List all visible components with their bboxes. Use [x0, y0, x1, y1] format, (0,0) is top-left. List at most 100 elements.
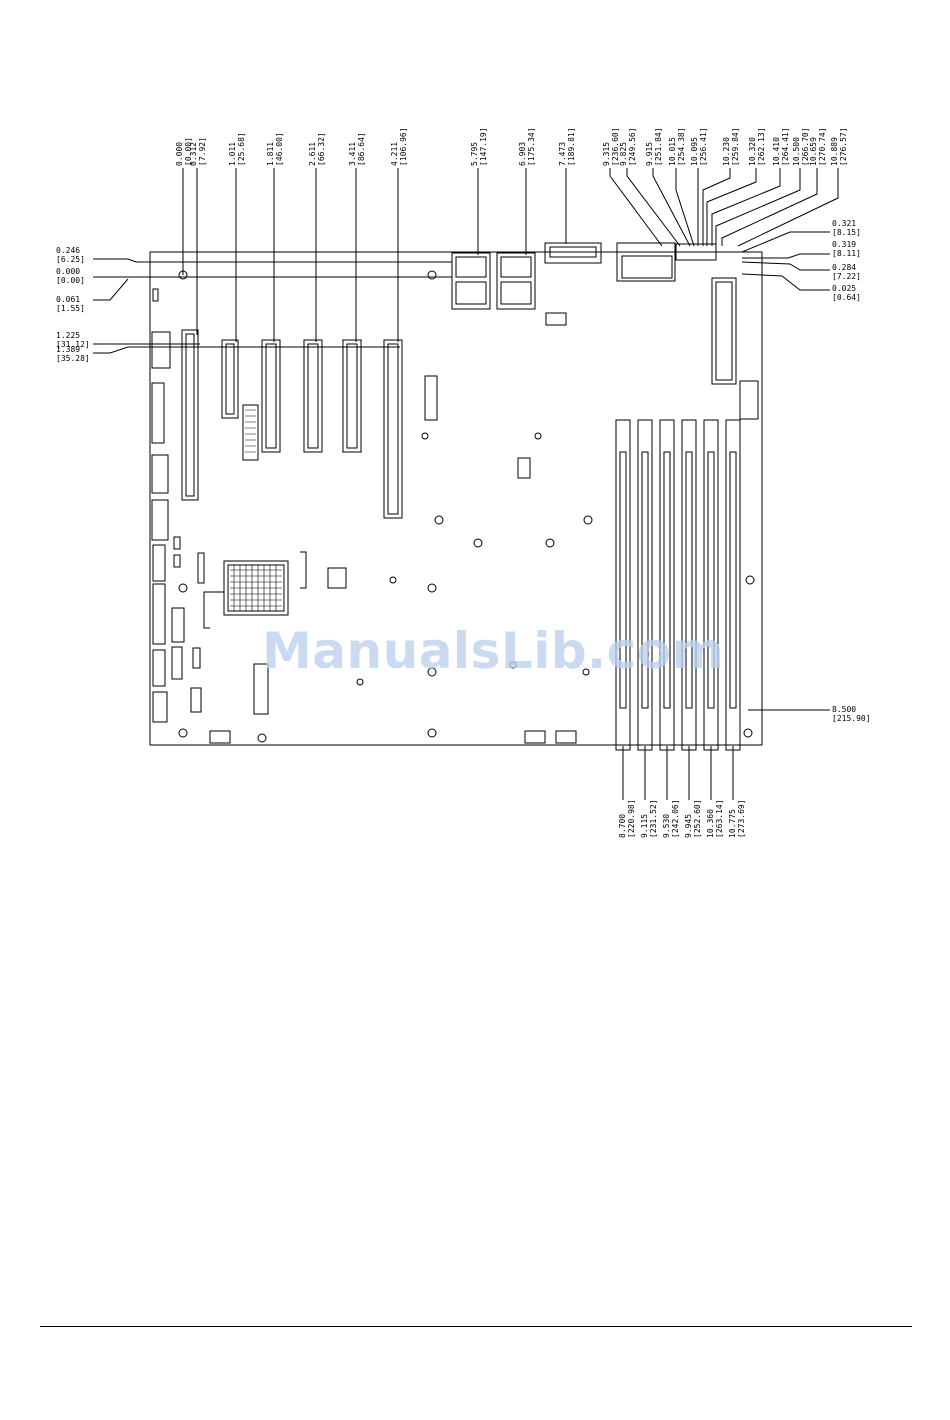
bottom-dimension-labels: 8.700[220.98] 9.115[231.52] 9.530[242.06] 9… [618, 799, 746, 838]
dimm-slot-5 [703, 419, 719, 751]
dimension-label-mm: [147.19] [479, 127, 488, 166]
dimension-label-mm: [6.25] [56, 255, 85, 264]
dimension-label-mm: [106.96] [399, 127, 408, 166]
dimension-label-inch: 6.903 [518, 142, 527, 166]
dimension-label-inch: 9.115 [640, 814, 649, 838]
dimension-label-inch: 9.825 [619, 142, 628, 166]
dimension-label-inch: 4.211 [390, 142, 399, 166]
dimension-label-mm: [35.28] [56, 354, 90, 363]
footer-rule [40, 1326, 912, 1327]
dimension-label-inch: 10.095 [690, 137, 699, 166]
dimension-label-mm: [1.55] [56, 304, 85, 313]
dimension-label-mm: [46.00] [275, 132, 284, 166]
dimension-label-mm: [0.00] [56, 276, 85, 285]
dimension-label-inch: 9.945 [684, 814, 693, 838]
rear-io-usb-stack [675, 243, 717, 261]
dimension-label-inch: 1.011 [228, 142, 237, 166]
slot-connector-1 [221, 339, 239, 419]
dimension-label-inch: 8.700 [618, 814, 627, 838]
dimension-label-mm: [86.64] [357, 132, 366, 166]
dimension-label-inch: 10.775 [728, 809, 737, 838]
dimension-label-mm: [262.13] [757, 127, 766, 166]
dimension-label-inch: 10.320 [748, 137, 757, 166]
dimension-label-mm: [249.56] [628, 127, 637, 166]
dimension-label-inch: 7.473 [558, 142, 567, 166]
dimension-label-mm: [7.22] [832, 272, 861, 281]
cpu-bga-area [223, 560, 289, 616]
right-dimension-labels: 0.321[8.15] 0.319[8.11] 0.284[7.22] 0.025[0… [832, 219, 871, 723]
dimm-slot-4 [681, 419, 697, 751]
dimension-label-inch: 1.389 [56, 345, 80, 354]
watermark-text: ManualsLib.com [262, 622, 725, 680]
dimension-label-inch: 10.659 [809, 137, 818, 166]
dimension-label-inch: 9.530 [662, 814, 671, 838]
dimension-label-mm: [8.11] [832, 249, 861, 258]
left-dimension-labels: 0.246[6.25]0.000[0.00]0.061[1.55]1.225[3… [56, 246, 90, 363]
dimension-label-inch: 10.230 [722, 137, 731, 166]
slot-connector-5 [383, 339, 403, 519]
dimension-label-inch: 10.410 [772, 137, 781, 166]
dimension-label-inch: 10.889 [830, 137, 839, 166]
dimension-label-mm: [276.57] [839, 127, 848, 166]
dimension-label-inch: 10.500 [792, 137, 801, 166]
dimension-label-mm: [175.34] [527, 127, 536, 166]
dimm-slot-2 [637, 419, 653, 751]
dimension-label-mm: [242.06] [671, 799, 680, 838]
dimension-label-inch: 3.411 [348, 142, 357, 166]
dimension-label-mm: [236.60] [611, 127, 620, 166]
dimm-slot-1 [615, 419, 631, 751]
dimension-label-mm: [263.14] [715, 799, 724, 838]
dimension-label-mm: [215.90] [832, 714, 871, 723]
dimm-slot-6 [725, 419, 741, 751]
dimension-label-mm: [7.92] [198, 137, 207, 166]
top-dimension-labels: 0.000[0.00]0.312[7.92]1.011[25.68]1.811[… [175, 127, 848, 166]
dimension-label-inch: 10.360 [706, 809, 715, 838]
dimension-label-inch: 9.315 [602, 142, 611, 166]
slot-connector-3 [303, 339, 323, 453]
slot-connector-2 [261, 339, 281, 453]
dimension-label-mm: [264.41] [781, 127, 790, 166]
left-header-long [181, 329, 199, 501]
dimension-label-mm: [0.00] [184, 137, 193, 166]
dimension-label-inch: 0.284 [832, 263, 856, 272]
power-connector-aux [739, 380, 759, 420]
dimension-label-inch: 0.321 [832, 219, 856, 228]
rear-io-lan-port-2 [496, 252, 536, 310]
dimension-label-inch: 9.915 [645, 142, 654, 166]
dimension-label-inch: 0.000 [175, 142, 184, 166]
dimension-label-mm: [273.69] [737, 799, 746, 838]
dimension-label-inch: 0.025 [832, 284, 856, 293]
dimension-label-mm: [252.60] [693, 799, 702, 838]
dimension-label-mm: [256.41] [699, 127, 708, 166]
dimension-label-mm: [66.32] [317, 132, 326, 166]
dimension-label-mm: [231.52] [649, 799, 658, 838]
dimension-label-mm: [220.98] [627, 799, 636, 838]
rear-io-lan-port-1 [451, 252, 491, 310]
dimension-label-mm: [0.64] [832, 293, 861, 302]
dimension-label-inch: 0.319 [832, 240, 856, 249]
dimension-label-inch: 0.000 [56, 267, 80, 276]
dimension-label-mm: [8.15] [832, 228, 861, 237]
dimension-label-inch: 1.811 [266, 142, 275, 166]
dimension-label-inch: 10.015 [668, 137, 677, 166]
slot-connector-4 [342, 339, 362, 453]
board-outline [149, 251, 763, 746]
dimension-label-mm: [266.70] [801, 127, 810, 166]
dimension-label-inch: 5.795 [470, 142, 479, 166]
dimension-label-mm: [254.38] [677, 127, 686, 166]
rear-io-serial-port [544, 242, 602, 264]
dimension-label-mm: [189.81] [567, 127, 576, 166]
dimension-label-inch: 0.061 [56, 295, 80, 304]
dimension-label-inch: 0.246 [56, 246, 80, 255]
dimension-label-inch: 8.500 [832, 705, 856, 714]
dimension-label-mm: [25.68] [237, 132, 246, 166]
dimension-label-inch: 0.312 [189, 142, 198, 166]
dimension-label-mm: [259.84] [731, 127, 740, 166]
dimm-slot-3 [659, 419, 675, 751]
dimension-label-mm: [251.84] [654, 127, 663, 166]
dimension-label-inch: 1.225 [56, 331, 80, 340]
rear-io-vga-port [616, 242, 676, 282]
dimension-label-mm: [31.12] [56, 340, 90, 349]
dimension-label-mm: [270.74] [818, 127, 827, 166]
